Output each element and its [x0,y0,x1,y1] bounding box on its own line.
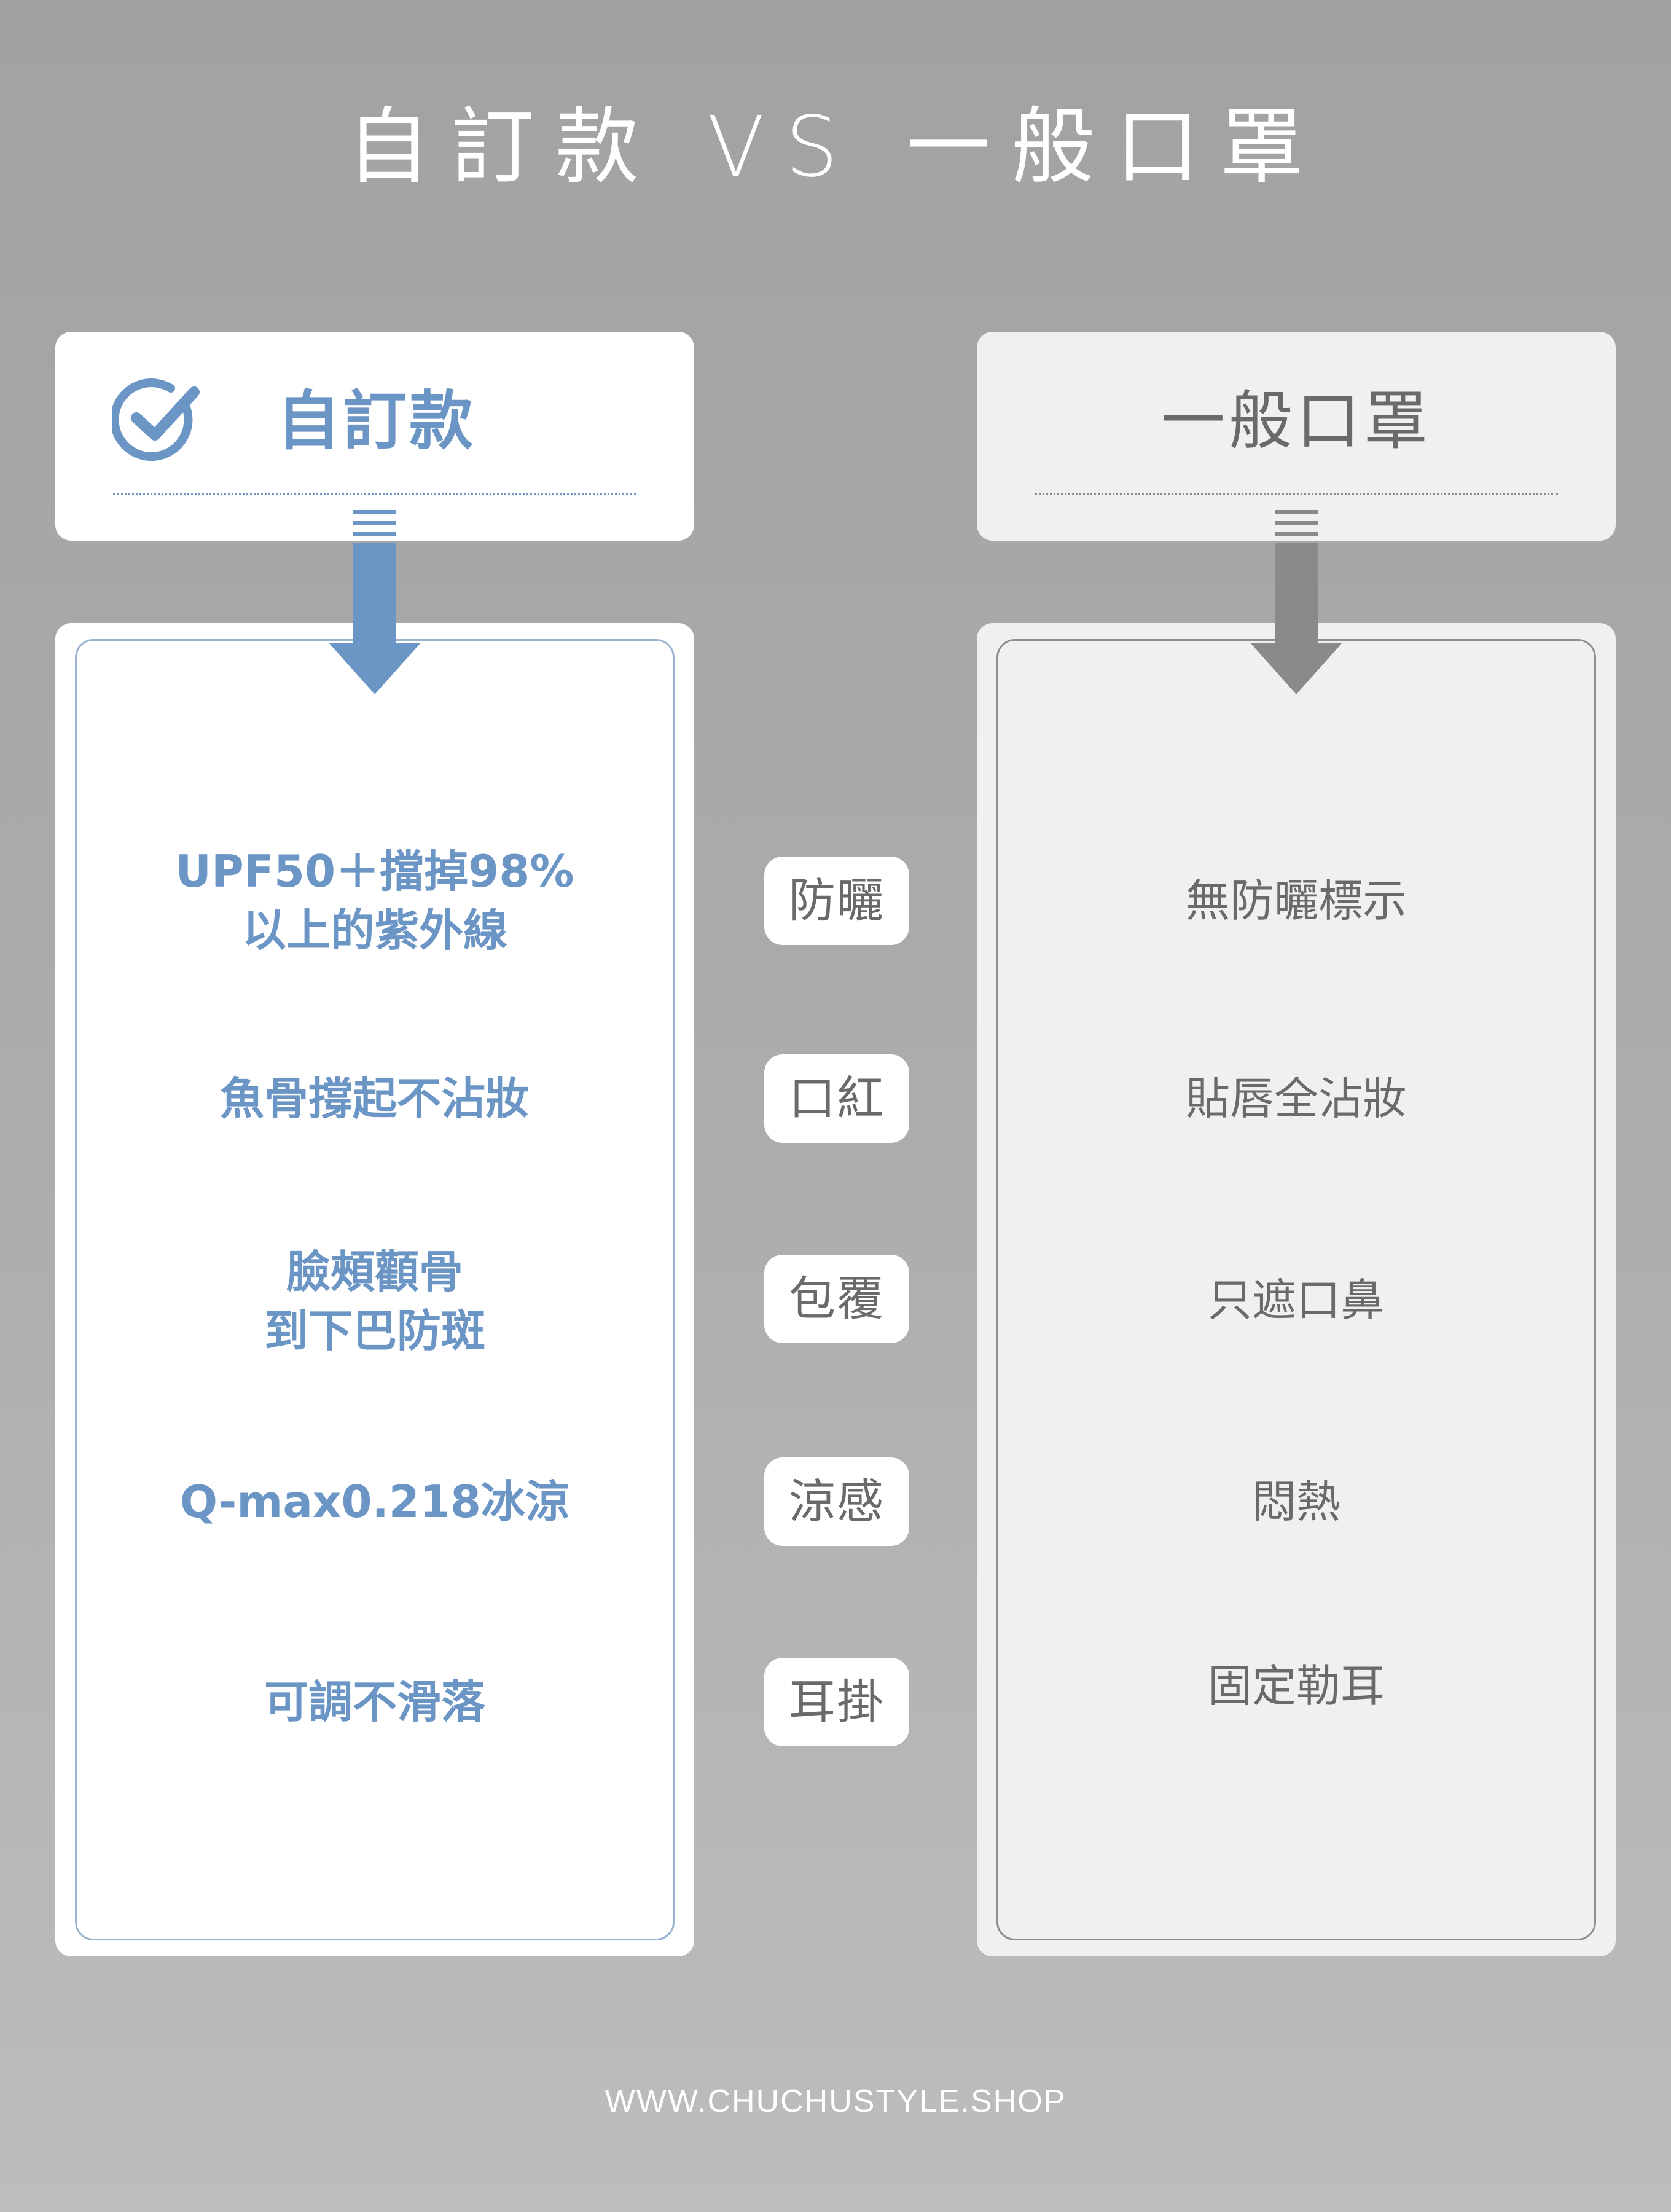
general-feature-ear-loop: 固定勒耳 [1207,1660,1385,1712]
general-feature-uv: 無防曬標示 [1185,875,1407,927]
custom-feature-uv: UPF50＋擋掉98% 以上的紫外線 [175,845,574,956]
general-down-arrow-icon [1250,510,1342,694]
check-circle-icon [112,378,200,461]
custom-feature-lipstick: 魚骨撐起不沾妝 [219,1073,530,1124]
custom-header-card: 自訂款 [55,332,694,541]
general-header-divider [1035,493,1558,495]
custom-feature-coverage: 臉頰顴骨 到下巴防斑 [264,1246,485,1357]
footer-url: WWW.CHUCHUSTYLE.SHOP [605,2084,1066,2119]
custom-header-divider [113,493,636,495]
custom-feature-ear-loop: 可調不滑落 [264,1676,485,1728]
general-header-card: 一般口罩 [977,332,1616,541]
custom-down-arrow-icon [329,510,421,694]
category-label-cooling: 涼感 [764,1457,909,1546]
page-title: 自訂款 VS 一般口罩 [346,99,1325,196]
custom-features-panel [55,623,694,1956]
general-feature-coverage: 只遮口鼻 [1207,1274,1385,1326]
general-feature-cooling: 悶熱 [1251,1476,1340,1528]
category-label-ear-loop: 耳掛 [764,1658,909,1746]
general-feature-lipstick: 貼唇全沾妝 [1185,1073,1407,1124]
category-label-uv: 防曬 [764,857,909,945]
category-label-lipstick: 口紅 [764,1054,909,1143]
custom-header-title: 自訂款 [276,383,476,458]
custom-feature-cooling: Q-max0.218冰涼 [179,1476,570,1528]
general-features-panel [977,623,1616,1956]
general-header-title: 一般口罩 [1160,383,1431,458]
category-label-coverage: 包覆 [764,1255,909,1343]
